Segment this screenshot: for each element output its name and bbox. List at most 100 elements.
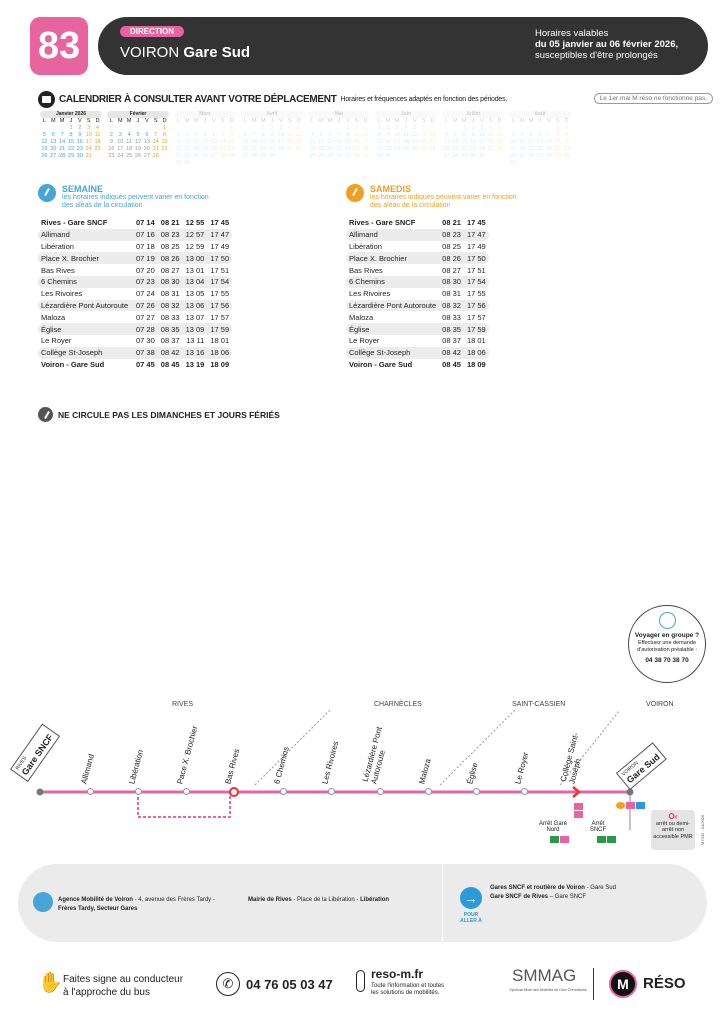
calendar-day: 16: [108, 146, 115, 152]
agency-info: Agence Mobilité de Voiron - 4, avenue de…: [58, 896, 228, 914]
calendar-day: 16: [175, 146, 182, 152]
weekday-letter: D: [497, 118, 502, 124]
weekday-letter: S: [153, 118, 158, 124]
group-icon: [659, 612, 676, 629]
website-link[interactable]: reso-m.fr: [371, 967, 424, 981]
calendar-day: 30: [469, 153, 477, 159]
time-cell: 08 21: [160, 218, 180, 228]
calendar-day: 23: [469, 146, 477, 152]
weekday-letter: M: [327, 118, 333, 124]
group-phone[interactable]: 04 38 70 38 70: [645, 657, 689, 664]
time-cell: 07 30: [136, 336, 155, 346]
calendar-day: 1: [462, 125, 466, 131]
weekday-letter: M: [318, 118, 324, 124]
stop-cell: Bas Rives: [349, 265, 383, 275]
stop-cell: Libération: [41, 241, 74, 251]
weekday-letter: M: [461, 118, 467, 124]
weekday-letter: J: [471, 118, 475, 124]
group-title: Voyager en groupe ?: [634, 632, 700, 639]
calendar-day: 11: [126, 139, 132, 145]
destinations: Gares SNCF et routière de Voiron - Gare …: [490, 884, 616, 902]
calendar-day: 19: [201, 146, 209, 152]
calendar-day: 1: [346, 125, 350, 131]
time-cell: 13 06: [182, 299, 208, 312]
time-cell: 18 01: [466, 336, 486, 346]
calendar-day: 18: [519, 146, 526, 152]
calendar-day: 2: [471, 125, 475, 131]
zone-label: VOIRON: [646, 701, 674, 708]
calendar-day: 23: [175, 153, 182, 159]
weekday-letter: V: [480, 118, 484, 124]
weekday-letter: S: [555, 118, 560, 124]
calendar-day: 8: [556, 132, 560, 138]
weekday-letter: M: [260, 118, 266, 124]
calendar-day: 16: [563, 139, 570, 145]
month-name: Août: [509, 111, 571, 118]
phone-number[interactable]: 04 76 05 03 47: [246, 977, 333, 992]
calendar-day: 20: [536, 146, 544, 152]
weekday-letter: L: [109, 118, 113, 124]
calendar-day: 13: [210, 139, 217, 145]
calendar-day: 22: [161, 146, 168, 152]
weekday-letter: M: [50, 118, 56, 124]
divider: [593, 968, 594, 1000]
calendar-day: 30: [76, 153, 83, 159]
calendar-day: 1: [377, 125, 381, 131]
weekday-letter: S: [354, 118, 359, 124]
calendar-day: 5: [136, 132, 140, 138]
calendar-day: 21: [452, 146, 459, 152]
calendar-day: 13: [50, 139, 57, 145]
website-line: Toute l'information et toutes: [371, 983, 445, 989]
calendar-day: 8: [377, 132, 381, 138]
stop-cell: Le Royer: [349, 336, 380, 346]
calendar-day: 25: [126, 153, 133, 159]
time-cell: 17 55: [210, 289, 230, 299]
calendar-day: 21: [545, 146, 552, 152]
time-cell: 17 57: [210, 312, 230, 322]
stop-cell: Lézardière Pont Autoroute: [38, 299, 133, 312]
calendar-day: 21: [335, 146, 343, 152]
zone-label: CHARNÈCLES: [374, 701, 422, 708]
weekday-letter: V: [413, 118, 417, 124]
time-cell: 17 54: [463, 275, 489, 288]
calendar-day: 27: [210, 153, 217, 159]
calendar-day: 7: [60, 132, 64, 138]
group-text: d'autorisation préalable :: [637, 647, 697, 653]
weekday-letter: L: [42, 118, 46, 124]
calendar-day: 4: [127, 132, 131, 138]
calendar-day: 2: [565, 125, 569, 131]
calendar-day: 14: [219, 139, 226, 145]
calendar-day: 19: [41, 146, 48, 152]
weekday-letter: S: [421, 118, 426, 124]
calendar-day: 13: [242, 139, 249, 145]
calendar-day: 25: [519, 153, 526, 159]
calendar-day: 12: [295, 132, 302, 138]
time-cell: 13 09: [182, 323, 208, 335]
calendar-day: 15: [344, 139, 351, 145]
weekday-letter: D: [162, 118, 167, 124]
time-cell: 17 59: [207, 323, 233, 335]
calendar-day: 19: [295, 139, 302, 145]
calendar-day: 16: [76, 139, 83, 145]
month-name: Avril: [241, 111, 303, 118]
smmag-logo: SMMAG: [512, 966, 577, 985]
calendar-day: 16: [268, 139, 276, 145]
calendar-day: 14: [152, 139, 159, 145]
calendar-day: 26: [41, 153, 48, 159]
pmr-legend: O‹arrêt ou demi-arrêt non accessible PMR: [651, 810, 695, 850]
validity-dates: du 05 janvier au 06 février 2026,: [535, 39, 679, 50]
calendar-day: 17: [117, 146, 124, 152]
calendar-day: 24: [362, 146, 369, 152]
calendar-day: 12: [496, 132, 503, 138]
zone-label: RIVES: [172, 701, 194, 708]
calendar-day: 7: [547, 132, 551, 138]
time-cell: 08 32: [439, 299, 464, 312]
time-cell: 12 55: [185, 218, 205, 228]
clock-icon: [346, 184, 364, 202]
